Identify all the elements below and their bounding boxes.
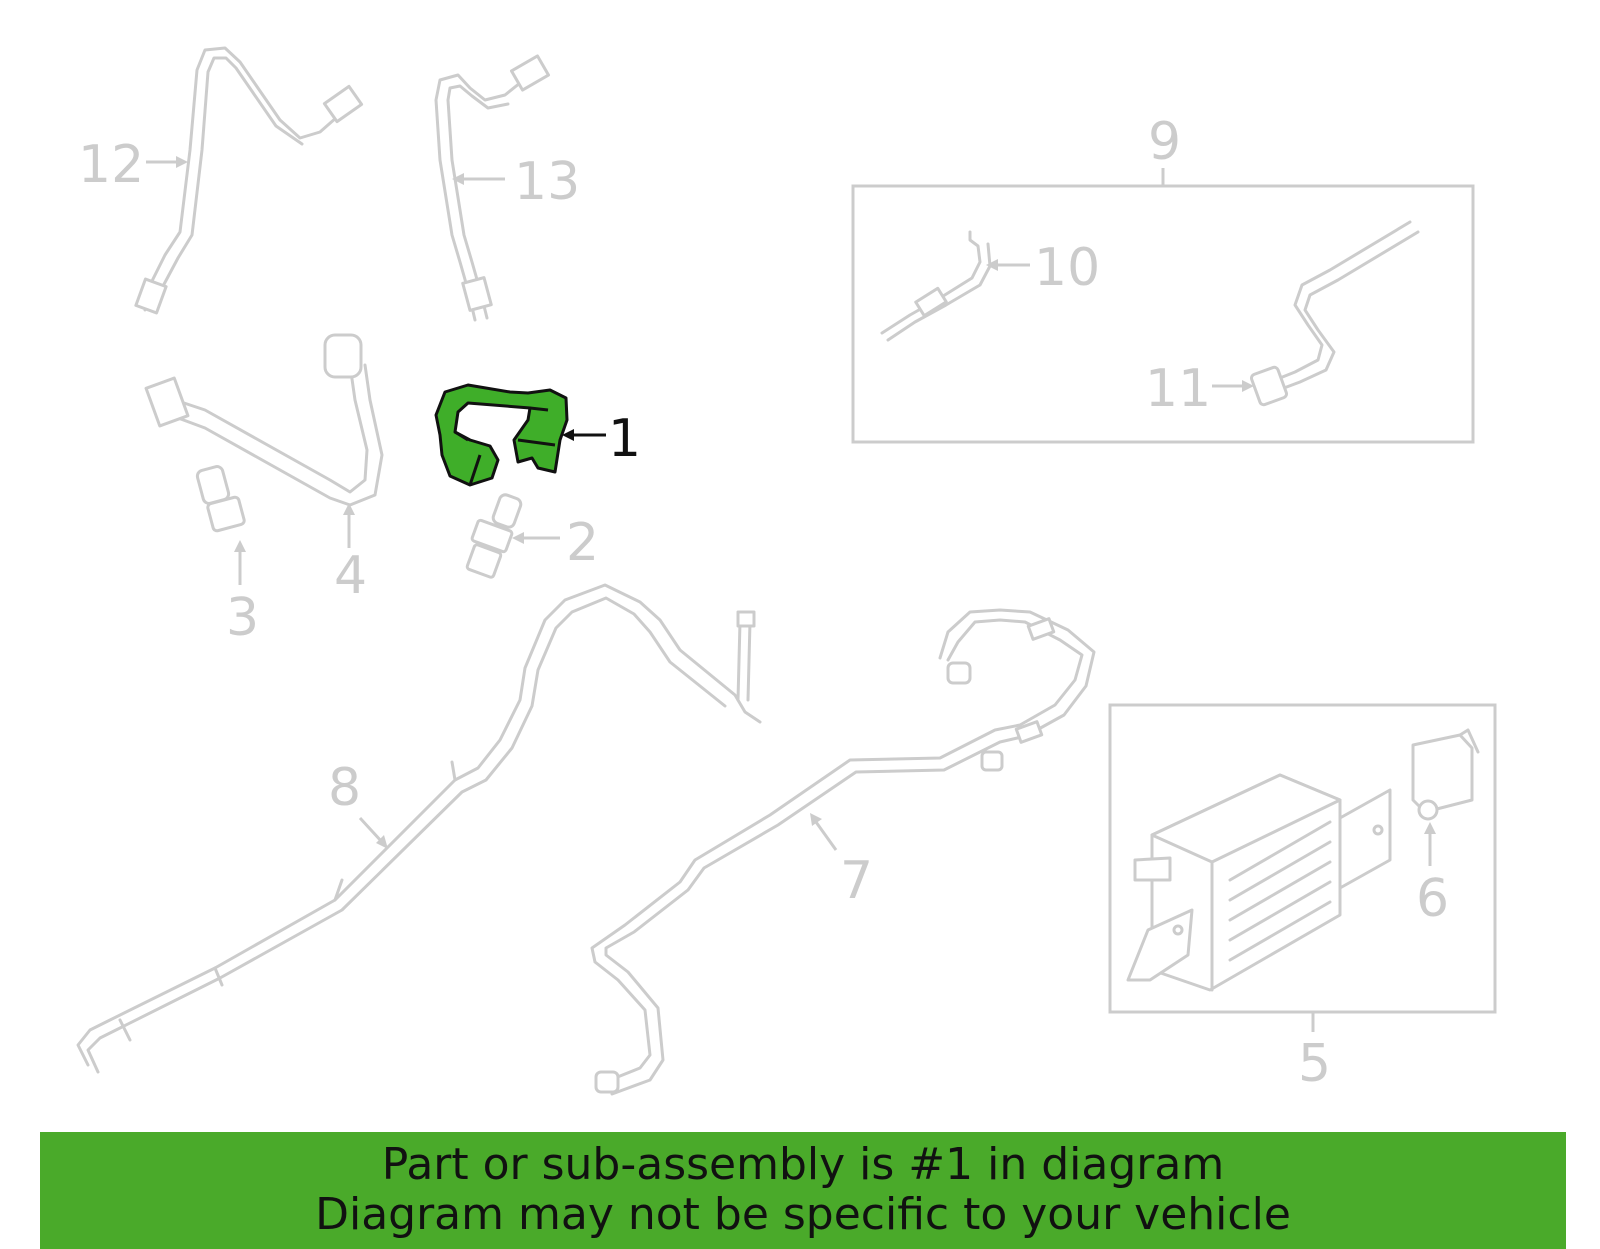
- callout-5: 5: [1298, 1012, 1331, 1094]
- part-7-vapor-tube[interactable]: [590, 608, 1096, 1096]
- part-6-valve[interactable]: [1411, 728, 1480, 821]
- banner-line-2: Diagram may not be specific to your vehi…: [315, 1189, 1291, 1240]
- info-banner: Part or sub-assembly is #1 in diagram Di…: [40, 1132, 1566, 1249]
- part-2-sensor[interactable]: [465, 493, 523, 579]
- callout-11: 11: [1145, 359, 1254, 419]
- callout-13: 13: [452, 152, 580, 212]
- part-10-connector[interactable]: [880, 230, 992, 342]
- callout-4-label: 4: [334, 546, 367, 606]
- banner-line-1: Part or sub-assembly is #1 in diagram: [381, 1139, 1225, 1190]
- part-1-hose-highlighted[interactable]: [434, 383, 569, 487]
- callout-6-label: 6: [1416, 869, 1449, 929]
- part-13-oxygen-sensor[interactable]: [434, 54, 550, 322]
- part-5-vapor-canister[interactable]: [1126, 773, 1392, 992]
- callout-2-label: 2: [566, 513, 599, 573]
- callout-7-label: 7: [840, 851, 873, 911]
- callout-13-label: 13: [514, 152, 580, 212]
- callout-8-label: 8: [328, 758, 361, 818]
- callout-1: 1: [562, 409, 641, 469]
- callout-7: 7: [810, 813, 873, 911]
- part-11-tube[interactable]: [1249, 220, 1420, 407]
- callout-3-label: 3: [226, 588, 259, 648]
- callout-10-label: 10: [1034, 238, 1100, 298]
- callout-11-label: 11: [1145, 359, 1211, 419]
- callout-12: 12: [78, 135, 188, 195]
- callout-9-label: 9: [1148, 112, 1181, 172]
- callout-2: 2: [512, 513, 599, 573]
- part-4-hose[interactable]: [144, 333, 384, 507]
- group-box-5: [1108, 703, 1497, 1014]
- callout-8: 8: [328, 758, 388, 849]
- part-3-sensor[interactable]: [195, 465, 246, 533]
- callout-9: 9: [1148, 112, 1181, 186]
- callout-10: 10: [986, 238, 1100, 298]
- callout-5-label: 5: [1298, 1034, 1331, 1094]
- callout-12-label: 12: [78, 135, 144, 195]
- callout-4: 4: [334, 503, 367, 606]
- callout-1-label: 1: [608, 409, 641, 469]
- callout-3: 3: [226, 540, 259, 648]
- part-8-vapor-tube[interactable]: [76, 583, 762, 1074]
- part-12-oxygen-sensor[interactable]: [134, 46, 364, 315]
- callout-6: 6: [1416, 822, 1449, 929]
